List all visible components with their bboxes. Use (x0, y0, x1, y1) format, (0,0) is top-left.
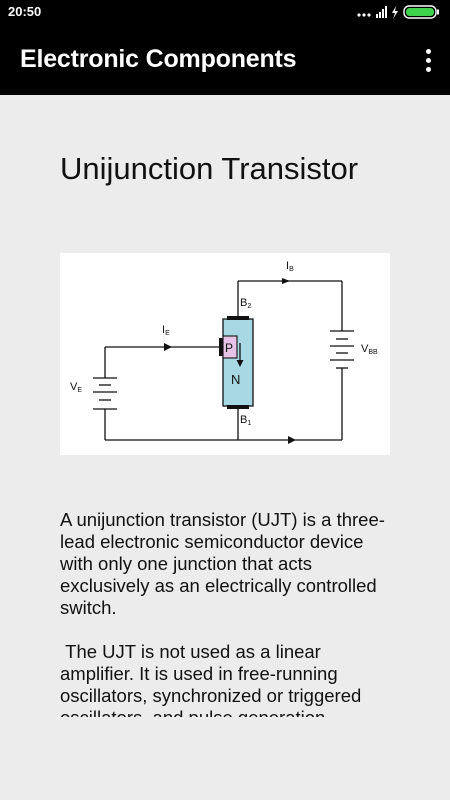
n-label: N (231, 372, 240, 387)
ujt-circuit-diagram: IB IE B2 B1 VE VBB P N (60, 253, 390, 455)
overflow-menu-button[interactable] (418, 45, 438, 75)
paragraph-intro: A unijunction transistor (UJT) is a thre… (60, 509, 385, 618)
ve-battery-icon (93, 377, 117, 410)
content-scroll-area[interactable]: Unijunction Transistor (0, 95, 450, 800)
page-title: Unijunction Transistor (60, 150, 359, 186)
ib-arrow-icon (282, 278, 290, 284)
emitter-terminal (219, 338, 224, 356)
ie-label: IE (162, 324, 170, 337)
description-text: A unijunction transistor (UJT) is a thre… (60, 509, 390, 751)
battery-icon (403, 5, 439, 19)
b1-terminal (227, 405, 249, 409)
dots-icon (357, 13, 371, 17)
internal-current-arrow-icon (236, 343, 244, 367)
charging-icon (392, 6, 398, 19)
bottom-fade (0, 717, 450, 800)
status-time: 20:50 (8, 4, 42, 19)
b2-label: B2 (240, 297, 251, 310)
status-icons (357, 5, 439, 19)
status-bar: 20:50 (0, 0, 450, 25)
p-region (222, 335, 238, 359)
ib-label: IB (286, 260, 294, 273)
overflow-dot-icon (425, 48, 431, 54)
overflow-dot-icon (425, 66, 431, 72)
toolbar-title: Electronic Components (20, 45, 297, 73)
return-arrow-icon (288, 436, 296, 444)
vbb-battery-icon (330, 330, 354, 369)
paragraph-usage: The UJT is not used as a linear amplifie… (60, 641, 362, 728)
p-label: P (225, 341, 233, 355)
vbb-label: VBB (361, 343, 378, 356)
ve-label: VE (70, 381, 82, 394)
ie-arrow-icon (164, 343, 172, 351)
b2-terminal (227, 316, 249, 320)
app-toolbar: Electronic Components (0, 25, 450, 95)
overflow-dot-icon (425, 57, 431, 63)
signal-icon (376, 6, 387, 18)
circuit-wires (104, 280, 343, 441)
b1-label: B1 (240, 414, 251, 427)
